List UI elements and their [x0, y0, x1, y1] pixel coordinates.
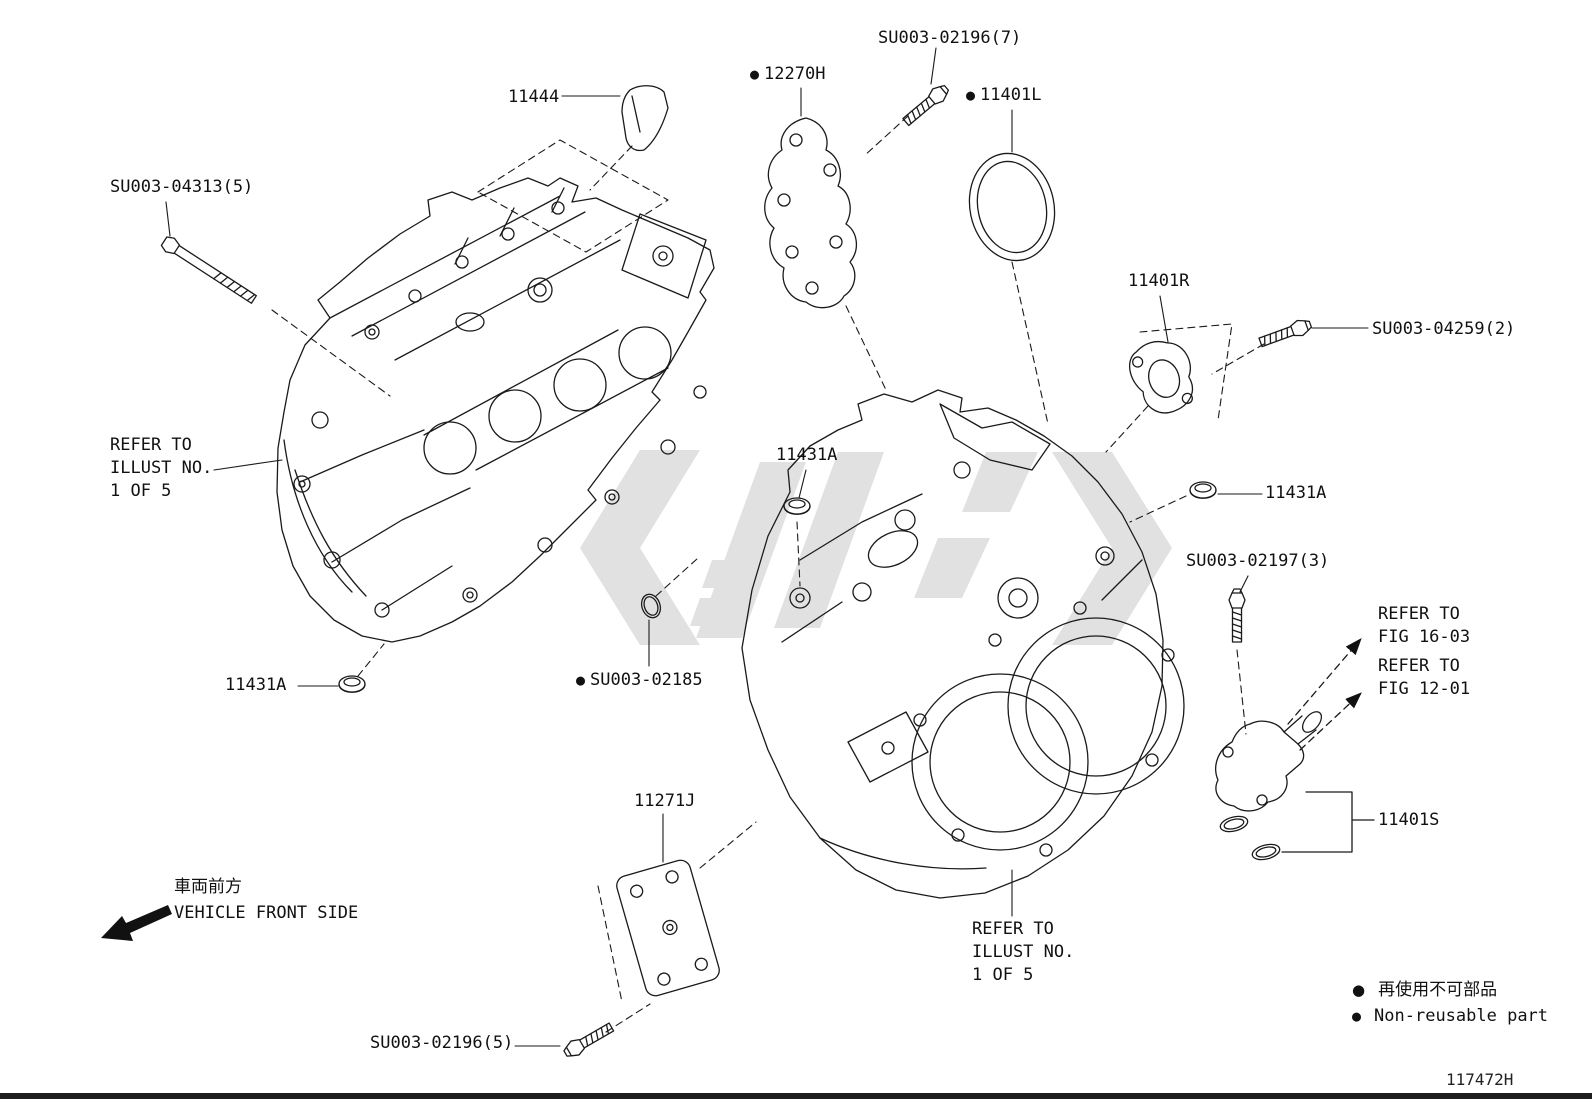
part-number-text: 11401L [980, 85, 1042, 105]
note-refer-illust-right: REFER TO ILLUST NO. 1 OF 5 [972, 918, 1074, 987]
vehicle-front-label-jp: 車両前方 [174, 877, 242, 897]
part-label-11401s: 11401S [1378, 810, 1440, 830]
part-number-text: SU003-02185 [590, 670, 703, 690]
note-line: ILLUST NO. [972, 942, 1075, 962]
plug-11431a-left-drawing [338, 675, 366, 693]
leader-lines [165, 47, 1369, 1047]
non-reusable-dot-icon: ● [750, 65, 760, 83]
oring-su003-02185-drawing [640, 593, 662, 619]
bottom-edge-border [0, 1093, 1592, 1099]
bolt-su003-02196-5-drawing [560, 1019, 617, 1062]
part-label-su003-02196-7: SU003-02196(7) [878, 28, 1022, 48]
bolt-su003-04259-2-drawing [1257, 316, 1314, 351]
plate-11444-drawing [621, 85, 669, 152]
part-label-su003-02196-5: SU003-02196(5) [370, 1033, 514, 1053]
right-cylinder-block-drawing [741, 389, 1185, 899]
part-label-su003-02197-3: SU003-02197(3) [1186, 551, 1330, 571]
note-line: REFER TO [110, 435, 192, 455]
note-line: REFER TO [1378, 656, 1460, 676]
non-reusable-dot-icon: ● [966, 86, 976, 104]
legend-non-reusable-jp: ● 再使用不可部品 [1352, 979, 1497, 1002]
note-line: FIG 16-03 [1378, 627, 1471, 647]
gasket-12270h-drawing [764, 117, 857, 309]
part-label-12270h: ●12270H [750, 63, 825, 86]
vehicle-front-label-en: VEHICLE FRONT SIDE [174, 903, 359, 923]
part-number-text: 12270H [764, 64, 826, 84]
dashed-guide-lines [271, 115, 1265, 1033]
part-label-11431a-top: 11431A [776, 445, 838, 465]
vehicle-front-arrow-icon [101, 905, 172, 941]
part-label-11401r: 11401R [1128, 271, 1190, 291]
note-refer-fig-16-03: REFER TO FIG 16-03 [1378, 603, 1470, 649]
plug-11431a-right-drawing [1189, 481, 1217, 499]
part-label-11431a-left: 11431A [225, 675, 287, 695]
note-line: 1 OF 5 [110, 481, 172, 501]
note-line: 1 OF 5 [972, 965, 1034, 985]
part-label-su003-04259-2: SU003-04259(2) [1372, 319, 1516, 339]
drawing-code: 117472H [1446, 1070, 1514, 1089]
legend-text: 再使用不可部品 [1378, 980, 1498, 1000]
note-line: REFER TO [1378, 604, 1460, 624]
watermark-logo [580, 450, 1172, 645]
plate-11271j-drawing [616, 859, 720, 997]
note-line: ILLUST NO. [110, 458, 213, 478]
part-label-11444: 11444 [508, 87, 560, 107]
part-label-11401l: ●11401L [966, 84, 1041, 107]
non-reusable-dot-icon: ● [576, 671, 586, 689]
part-label-su003-04313-5: SU003-04313(5) [110, 177, 254, 197]
non-reusable-dot-icon: ● [1352, 1007, 1362, 1025]
part-label-su003-02185: ●SU003-02185 [576, 669, 703, 692]
refer-fig-arrows [1287, 638, 1362, 751]
legend-text: Non-reusable part [1374, 1006, 1549, 1026]
part-label-11271j: 11271J [634, 791, 696, 811]
note-line: FIG 12-01 [1378, 679, 1471, 699]
note-refer-illust-left: REFER TO ILLUST NO. 1 OF 5 [110, 434, 212, 503]
left-cylinder-block-drawing [276, 177, 715, 643]
water-inlet-11401s-drawing [1215, 711, 1375, 861]
part-label-11431a-right: 11431A [1265, 483, 1327, 503]
oil-seal-11401l-drawing [968, 152, 1056, 262]
bolt-su003-02196-7-drawing [900, 81, 953, 129]
bolt-su003-02197-3-drawing [1228, 588, 1246, 643]
bolt-su003-04313-5-drawing [159, 233, 259, 307]
note-line: REFER TO [972, 919, 1054, 939]
legend-non-reusable-en: ● Non-reusable part [1352, 1005, 1548, 1028]
cover-11401r-drawing [1128, 340, 1194, 414]
non-reusable-dot-icon: ● [1352, 981, 1366, 999]
note-refer-fig-12-01: REFER TO FIG 12-01 [1378, 655, 1470, 701]
